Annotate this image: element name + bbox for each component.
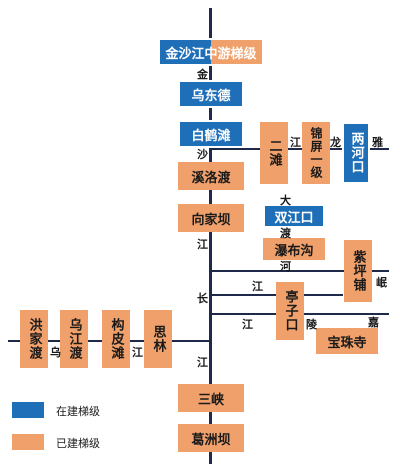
river-label-wu-jiang: 江 <box>132 346 143 359</box>
station-ertan[interactable]: 二滩 <box>260 122 288 184</box>
station-label: 亭子口 <box>282 290 298 332</box>
river-label-wu-wu: 乌 <box>50 346 61 359</box>
station-baihetan[interactable]: 白鹤滩 <box>178 120 244 148</box>
station-wujiangdu[interactable]: 乌江渡 <box>60 310 88 368</box>
river-label-du: 渡 <box>280 227 291 240</box>
river-label-jiang2: 江 <box>197 356 208 369</box>
station-lianghekou[interactable]: 两河口 <box>342 122 370 184</box>
station-jinsha-mid[interactable]: 金沙江中游梯级 <box>158 38 264 66</box>
station-pubugou[interactable]: 瀑布沟 <box>263 238 325 260</box>
river-label-chang: 长 <box>197 292 208 305</box>
river-label-jiang1: 江 <box>197 238 208 251</box>
river-label-jin: 金 <box>197 68 208 81</box>
station-baozhusi[interactable]: 宝珠寺 <box>316 328 378 354</box>
river-label-min: 岷 <box>376 276 387 289</box>
river-label-jialing-jiang: 江 <box>242 318 253 331</box>
station-sanxia[interactable]: 三峡 <box>178 384 244 412</box>
station-label: 三峡 <box>197 392 224 408</box>
dadu-river-line <box>211 270 389 272</box>
station-label: 锦屏一级 <box>309 127 323 179</box>
station-label: 洪家渡 <box>26 318 42 360</box>
legend-built-label: 已建梯级 <box>56 437 100 450</box>
river-label-he: 河 <box>280 260 291 273</box>
legend-built-swatch <box>12 434 44 450</box>
station-zipingpu[interactable]: 紫坪铺 <box>344 240 372 302</box>
yangtze-main-line <box>209 8 212 464</box>
station-label: 思林 <box>150 325 166 353</box>
station-wudongde[interactable]: 乌东德 <box>178 80 244 108</box>
station-label: 瀑布沟 <box>274 243 314 259</box>
station-label: 两河口 <box>348 132 364 174</box>
station-tingzikou[interactable]: 亭子口 <box>276 282 304 340</box>
station-label: 乌东德 <box>191 88 231 104</box>
river-label-jialing-ling: 陵 <box>306 318 317 331</box>
station-label: 紫坪铺 <box>350 250 366 292</box>
station-xiangjiaba[interactable]: 向家坝 <box>178 204 244 232</box>
station-silin[interactable]: 思林 <box>144 310 172 368</box>
river-label-ya-jiang: 江 <box>290 136 301 149</box>
station-label: 葛洲坝 <box>191 432 231 448</box>
legend-building-swatch <box>12 402 44 418</box>
station-label: 构皮滩 <box>108 318 124 360</box>
station-shuangjiangkou[interactable]: 双江口 <box>263 204 325 228</box>
river-label-jialing-jia: 嘉 <box>368 316 379 329</box>
station-label: 双江口 <box>274 210 314 226</box>
station-label: 二滩 <box>266 139 282 167</box>
station-xiluodu[interactable]: 溪洛渡 <box>178 162 244 190</box>
river-label-sha: 沙 <box>197 148 208 161</box>
river-label-min-jiang: 江 <box>252 280 263 293</box>
yalong-river-line <box>211 148 389 150</box>
river-label-ya-ya: 雅 <box>372 136 383 149</box>
station-label: 宝珠寺 <box>327 335 367 351</box>
station-label: 白鹤滩 <box>191 128 231 144</box>
station-jinping1[interactable]: 锦屏一级 <box>302 122 330 184</box>
station-label: 溪洛渡 <box>191 170 231 186</box>
station-label: 乌江渡 <box>66 318 82 360</box>
river-label-ya-long: 龙 <box>330 136 341 149</box>
station-hongjiadu[interactable]: 洪家渡 <box>20 310 48 368</box>
legend-building-label: 在建梯级 <box>56 405 100 418</box>
station-goupitan[interactable]: 构皮滩 <box>102 310 130 368</box>
station-gezhouba[interactable]: 葛洲坝 <box>178 424 244 452</box>
river-label-da: 大 <box>280 194 291 207</box>
station-label: 向家坝 <box>191 212 231 228</box>
station-label: 金沙江中游梯级 <box>165 46 257 62</box>
